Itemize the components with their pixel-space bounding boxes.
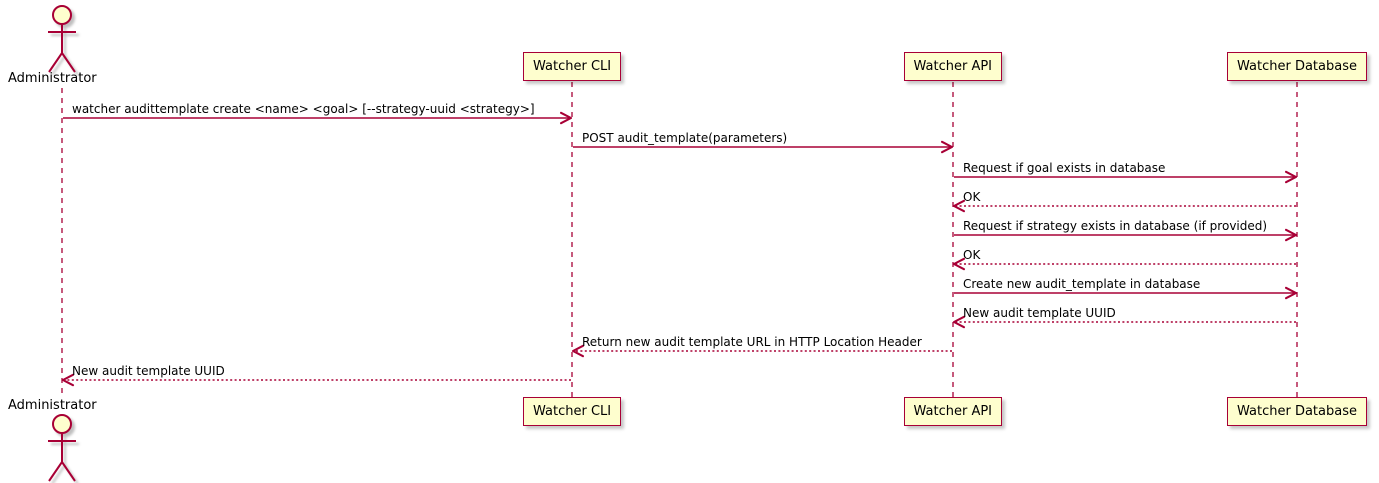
actor-figure-administrator-bottom: [48, 414, 76, 482]
arrow-head: [61, 373, 75, 387]
message-arrow-4: [952, 199, 1296, 213]
message-arrow-5: [954, 228, 1298, 242]
message-label-2: POST audit_template(parameters): [582, 131, 788, 145]
actor-label-administrator-top: Administrator: [8, 71, 97, 86]
message-label-9: Return new audit template URL in HTTP Lo…: [582, 335, 922, 349]
message-arrow-1: [63, 111, 573, 125]
actor-head: [52, 5, 72, 25]
message-arrow-3: [954, 170, 1298, 184]
participant-label: Watcher API: [913, 59, 993, 74]
message-label-4: OK: [963, 190, 981, 204]
participant-label: Watcher CLI: [533, 404, 612, 419]
arrow-head: [940, 140, 954, 154]
actor-leg-right: [61, 52, 76, 73]
participant-label: Watcher CLI: [533, 59, 612, 74]
message-label-8: New audit template UUID: [963, 306, 1116, 320]
message-arrow-9: [571, 344, 952, 358]
arrow-head: [1284, 170, 1298, 184]
participant-label: Watcher Database: [1237, 404, 1357, 419]
message-arrows-group: [61, 111, 1298, 387]
arrow-head: [559, 111, 573, 125]
actor-figure-administrator-top: [48, 5, 76, 73]
participant-box-watcher-api-bottom[interactable]: Watcher API: [903, 397, 1003, 426]
message-label-6: OK: [963, 248, 981, 262]
actor-label-administrator-bottom: Administrator: [8, 398, 97, 413]
message-arrow-8: [952, 315, 1296, 329]
arrow-head: [952, 257, 966, 271]
participant-box-watcher-cli-top[interactable]: Watcher CLI: [523, 52, 622, 81]
message-label-3: Request if goal exists in database: [963, 161, 1166, 175]
participant-box-watcher-cli-bottom[interactable]: Watcher CLI: [523, 397, 622, 426]
arrow-head: [571, 344, 585, 358]
arrow-head: [1284, 286, 1298, 300]
participant-label: Watcher Database: [1237, 59, 1357, 74]
actor-head: [52, 414, 72, 434]
message-arrow-6: [952, 257, 1296, 271]
actor-leg-right: [61, 461, 76, 482]
message-label-10: New audit template UUID: [72, 364, 225, 378]
message-label-7: Create new audit_template in database: [963, 277, 1201, 291]
actor-leg-left: [48, 461, 63, 482]
message-arrow-10: [61, 373, 571, 387]
actor-figures-group: [48, 5, 76, 482]
message-label-5: Request if strategy exists in database (…: [963, 219, 1268, 233]
participant-box-watcher-database-top[interactable]: Watcher Database: [1227, 52, 1367, 81]
message-arrow-7: [954, 286, 1298, 300]
arrow-head: [952, 199, 966, 213]
message-arrow-2: [573, 140, 954, 154]
message-label-1: watcher audittemplate create <name> <goa…: [72, 102, 535, 116]
participant-box-watcher-api-top[interactable]: Watcher API: [903, 52, 1003, 81]
actor-leg-left: [48, 52, 63, 73]
participant-box-watcher-database-bottom[interactable]: Watcher Database: [1227, 397, 1367, 426]
lifelines-group: [61, 82, 1298, 398]
arrow-head: [1284, 228, 1298, 242]
participant-label: Watcher API: [913, 404, 993, 419]
arrow-head: [952, 315, 966, 329]
